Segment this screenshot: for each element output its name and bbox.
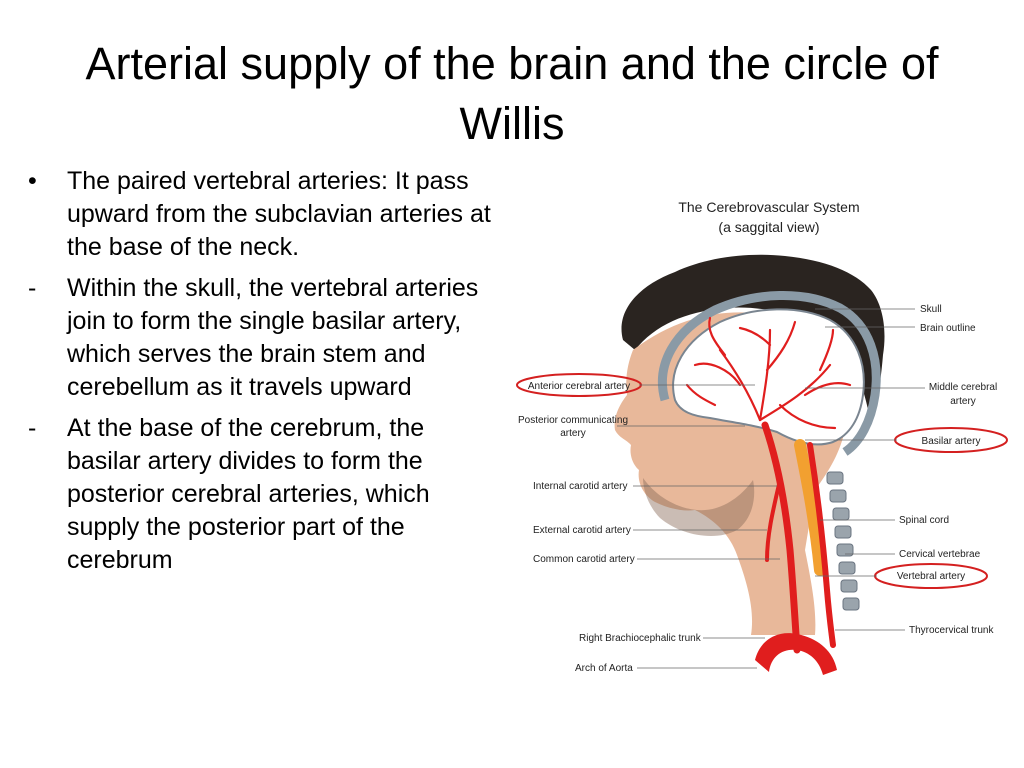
cerebral-arteries — [685, 316, 852, 430]
neck-arteries — [761, 421, 836, 654]
label-anterior-cerebral-artery: Anterior cerebral artery — [528, 381, 630, 392]
label-external-carotid-artery: External carotid artery — [533, 525, 631, 536]
bullet-list: • The paired vertebral arteries: It pass… — [28, 165, 503, 585]
bullet-item: - Within the skull, the vertebral arteri… — [28, 272, 503, 404]
cerebrovascular-figure: The Cerebrovascular System (a saggital v… — [515, 190, 1015, 695]
label-posterior-communicating-line2: artery — [560, 428, 586, 439]
label-middle-cerebral-line1: Middle cerebral — [929, 382, 997, 393]
bullet-marker: - — [28, 274, 37, 302]
cervical-vertebrae-illustration — [826, 471, 860, 611]
figure-title-line2: (a saggital view) — [718, 219, 819, 235]
bullet-text: At the base of the cerebrum, the basilar… — [67, 414, 430, 574]
label-internal-carotid-artery: Internal carotid artery — [533, 481, 628, 492]
label-vertebral-artery: Vertebral artery — [897, 571, 965, 582]
label-posterior-communicating-line1: Posterior communicating — [518, 415, 628, 426]
bullet-marker: • — [28, 167, 37, 195]
bullet-text: Within the skull, the vertebral arteries… — [67, 274, 479, 401]
brain-illustration — [672, 308, 865, 446]
label-basilar-artery: Basilar artery — [922, 436, 981, 447]
label-middle-cerebral-line2: artery — [950, 396, 976, 407]
bullet-item: • The paired vertebral arteries: It pass… — [28, 165, 503, 264]
bullet-text: The paired vertebral arteries: It pass u… — [67, 167, 491, 261]
leader-lines — [617, 308, 925, 669]
label-cervical-vertebrae: Cervical vertebrae — [899, 549, 981, 560]
skull-outline — [657, 291, 881, 456]
label-arch-of-aorta: Arch of Aorta — [575, 663, 633, 674]
figure-title-line1: The Cerebrovascular System — [678, 199, 859, 215]
slide-title: Arterial supply of the brain and the cir… — [85, 38, 939, 149]
label-skull: Skull — [920, 304, 942, 315]
label-thyrocervical-trunk: Thyrocervical trunk — [909, 625, 994, 636]
aortic-arch-illustration — [755, 633, 837, 675]
label-common-carotid-artery: Common carotid artery — [533, 554, 635, 565]
spinal-cord-illustration — [794, 439, 826, 576]
cerebrovascular-diagram: The Cerebrovascular System (a saggital v… — [516, 199, 1008, 675]
bullet-marker: - — [28, 414, 37, 442]
label-spinal-cord: Spinal cord — [899, 515, 949, 526]
label-brain-outline: Brain outline — [920, 323, 976, 334]
beard-shading — [643, 478, 755, 537]
bullet-item: - At the base of the cerebrum, the basil… — [28, 412, 503, 577]
label-right-brachiocephalic-trunk: Right Brachiocephalic trunk — [579, 633, 702, 644]
